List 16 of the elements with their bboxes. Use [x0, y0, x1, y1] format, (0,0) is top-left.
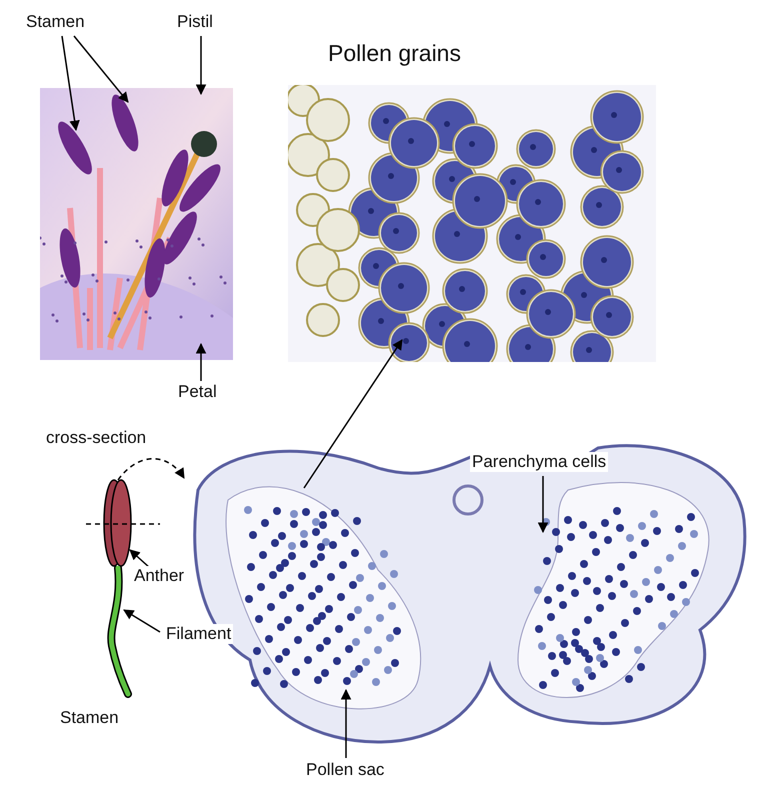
- leader-arrow: [340, 688, 352, 758]
- dashed-arrow: [117, 458, 185, 480]
- leader-arrow: [129, 549, 150, 569]
- part-label: Parenchyma cells: [470, 452, 608, 472]
- section-label: cross-section: [46, 428, 146, 448]
- anther-drawing: [102, 478, 132, 568]
- part-label: Filament: [164, 624, 234, 644]
- flower-photo: [40, 88, 233, 360]
- leader-arrow: [303, 339, 403, 488]
- leader-arrow: [73, 36, 129, 103]
- leader-arrow: [123, 609, 160, 633]
- leader-arrow: [196, 342, 206, 381]
- leader-arrow: [538, 476, 548, 534]
- leader-arrow: [61, 36, 80, 132]
- leader-arrow: [196, 36, 206, 96]
- part-label: Stamen: [60, 708, 119, 728]
